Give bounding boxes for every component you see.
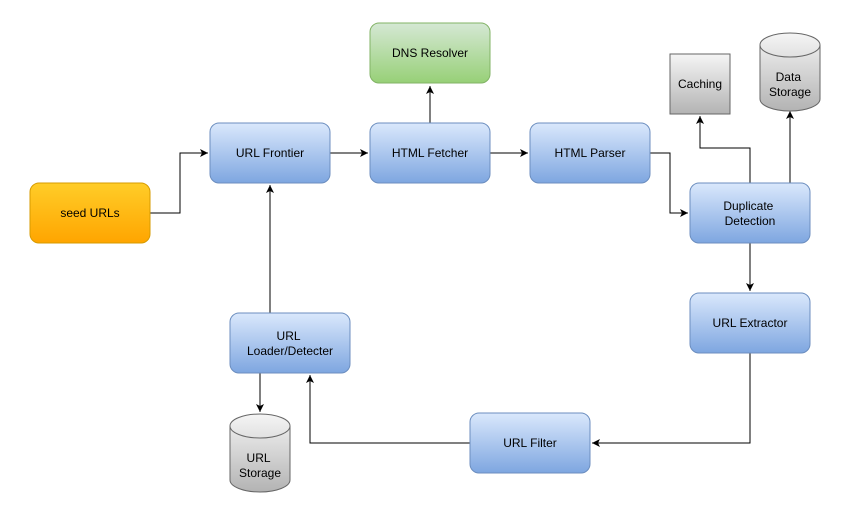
node-url-loader-label: URL Loader/Detecter xyxy=(247,329,333,358)
node-dns-resolver-label: DNS Resolver xyxy=(392,46,468,60)
url-storage-cylinder-rim xyxy=(229,425,291,439)
node-url-storage-label: URL Storage xyxy=(239,451,281,480)
node-seed-urls-label: seed URLs xyxy=(60,206,119,220)
node-html-parser: HTML Parser xyxy=(529,122,651,184)
url-storage-cylinder-body xyxy=(229,413,291,493)
data-storage-cylinder-body xyxy=(759,32,821,112)
edge-duplicate-to-caching xyxy=(696,116,751,183)
node-seed-urls: seed URLs xyxy=(29,182,151,244)
node-url-extractor: URL Extractor xyxy=(689,292,811,354)
node-dns-resolver: DNS Resolver xyxy=(369,22,491,84)
node-caching-label: Caching xyxy=(678,77,722,91)
node-duplicate-detection: Duplicate Detection xyxy=(689,182,811,244)
node-url-filter-label: URL Filter xyxy=(503,436,557,450)
node-html-fetcher-label: HTML Fetcher xyxy=(392,146,468,160)
node-duplicate-detection-label: Duplicate Detection xyxy=(723,199,776,228)
node-data-storage: Data Storage xyxy=(759,32,821,112)
edge-parser-to-duplicate xyxy=(650,152,688,217)
node-data-storage-label: Data Storage xyxy=(769,70,811,99)
node-url-loader: URL Loader/Detecter xyxy=(229,312,351,374)
node-html-parser-label: HTML Parser xyxy=(555,146,626,160)
edge-filter-to-loader xyxy=(306,375,470,444)
edge-extractor-to-filter xyxy=(592,353,751,447)
edge-seed-to-frontier xyxy=(150,149,208,214)
node-html-fetcher: HTML Fetcher xyxy=(369,122,491,184)
node-url-storage: URL Storage xyxy=(229,413,291,493)
node-url-extractor-label: URL Extractor xyxy=(713,316,788,330)
node-url-frontier-label: URL Frontier xyxy=(236,146,304,160)
data-storage-cylinder-rim xyxy=(759,44,821,58)
node-caching: Caching xyxy=(669,53,731,115)
node-url-filter: URL Filter xyxy=(469,412,591,474)
node-url-frontier: URL Frontier xyxy=(209,122,331,184)
